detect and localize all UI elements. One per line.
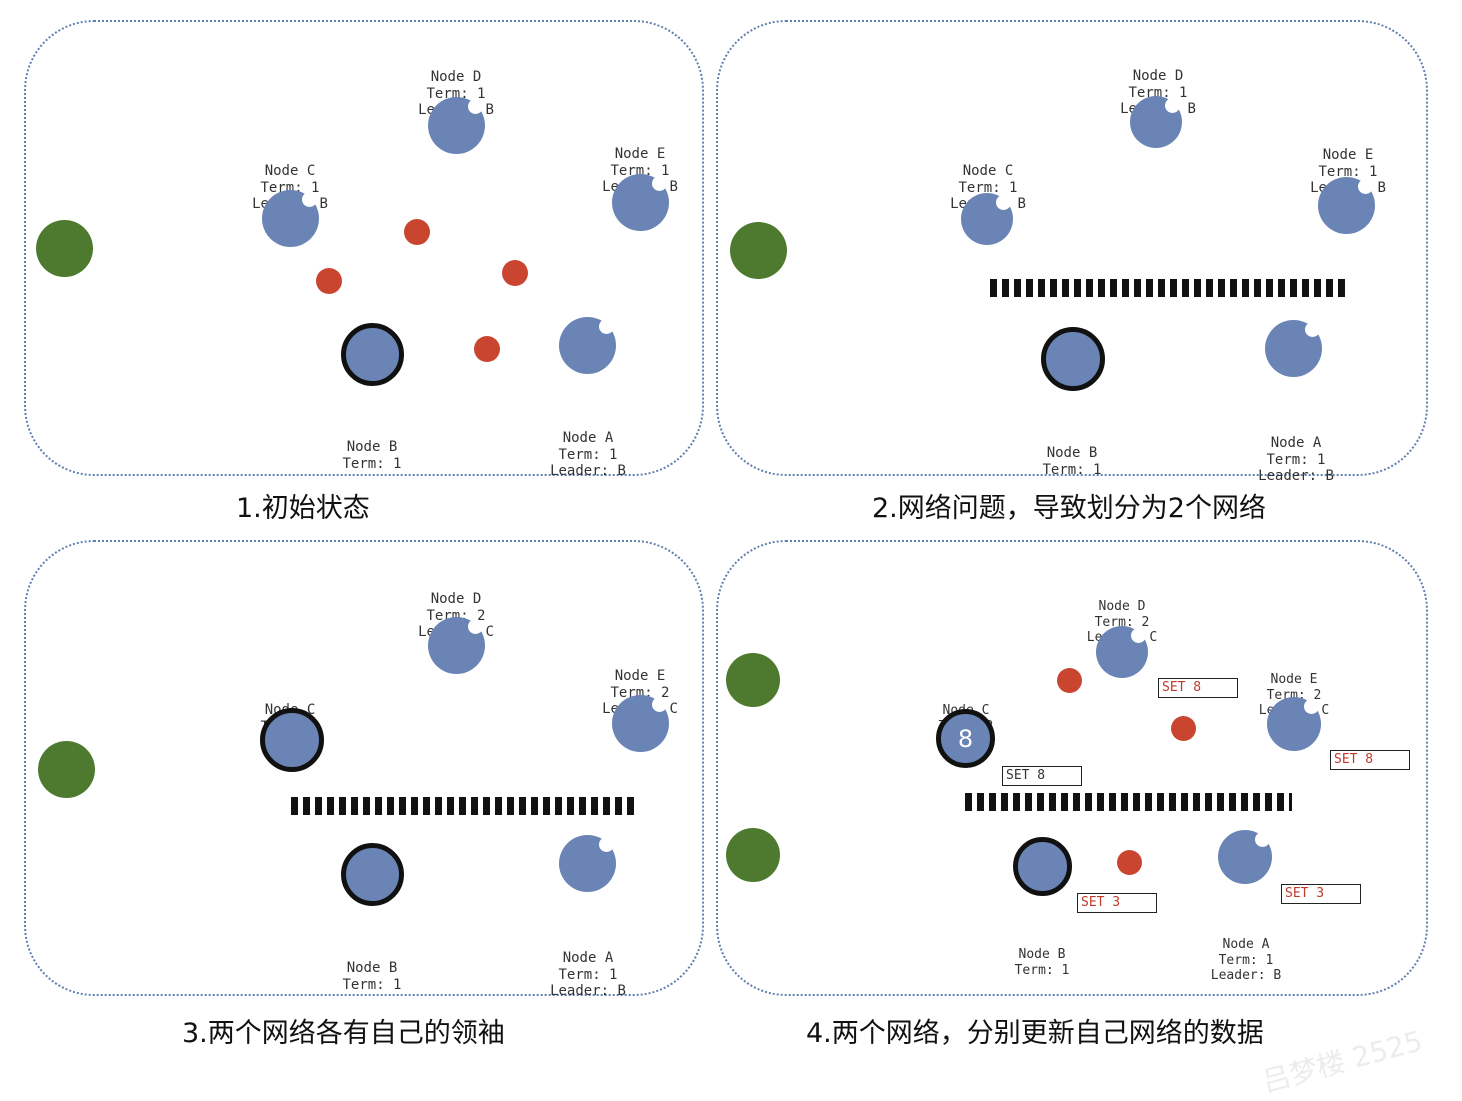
message-dot bbox=[1117, 850, 1142, 875]
node-c-leader: 8 bbox=[936, 709, 995, 768]
node-e bbox=[1267, 697, 1321, 751]
client-node bbox=[726, 828, 780, 882]
node-a bbox=[1218, 830, 1272, 884]
set-box: SET 3 bbox=[1077, 893, 1157, 913]
network-partition bbox=[990, 279, 1345, 297]
node-b-leader bbox=[341, 843, 404, 906]
caption-3: 3.两个网络各有自己的领袖 bbox=[182, 1018, 505, 1049]
network-partition bbox=[965, 793, 1292, 811]
node-d bbox=[1130, 96, 1182, 148]
node-b-leader bbox=[1041, 327, 1105, 391]
set-box: SET 8 bbox=[1158, 678, 1238, 698]
client-node bbox=[730, 222, 787, 279]
watermark: 吕梦楼 2525 bbox=[1258, 1024, 1427, 1099]
client-node bbox=[38, 741, 95, 798]
network-partition bbox=[291, 797, 637, 815]
node-c-value: 8 bbox=[957, 724, 974, 753]
panel-3 bbox=[24, 540, 704, 996]
node-e bbox=[1318, 177, 1375, 234]
node-e bbox=[612, 695, 669, 752]
node-a bbox=[559, 835, 616, 892]
caption-4: 4.两个网络，分别更新自己网络的数据 bbox=[806, 1018, 1264, 1049]
node-c-leader bbox=[260, 708, 324, 772]
caption-2: 2.网络问题，导致划分为2个网络 bbox=[872, 493, 1266, 524]
message-dot bbox=[474, 336, 500, 362]
node-d bbox=[1096, 626, 1148, 678]
node-b-leader bbox=[341, 323, 404, 386]
client-node bbox=[726, 653, 780, 707]
message-dot bbox=[316, 268, 342, 294]
node-c bbox=[961, 193, 1013, 245]
client-node bbox=[36, 220, 93, 277]
node-b-leader bbox=[1013, 837, 1072, 896]
message-dot bbox=[502, 260, 528, 286]
message-dot bbox=[1171, 716, 1196, 741]
panel-1 bbox=[24, 20, 704, 476]
message-dot bbox=[404, 219, 430, 245]
node-c bbox=[262, 190, 319, 247]
node-a bbox=[1265, 320, 1322, 377]
message-dot bbox=[1057, 668, 1082, 693]
node-d bbox=[428, 97, 485, 154]
caption-1: 1.初始状态 bbox=[236, 493, 370, 524]
set-box: SET 3 bbox=[1281, 884, 1361, 904]
node-d bbox=[428, 617, 485, 674]
set-box: SET 8 bbox=[1330, 750, 1410, 770]
node-e bbox=[612, 174, 669, 231]
set-box: SET 8 bbox=[1002, 766, 1082, 786]
panel-2 bbox=[716, 20, 1428, 476]
node-a bbox=[559, 317, 616, 374]
